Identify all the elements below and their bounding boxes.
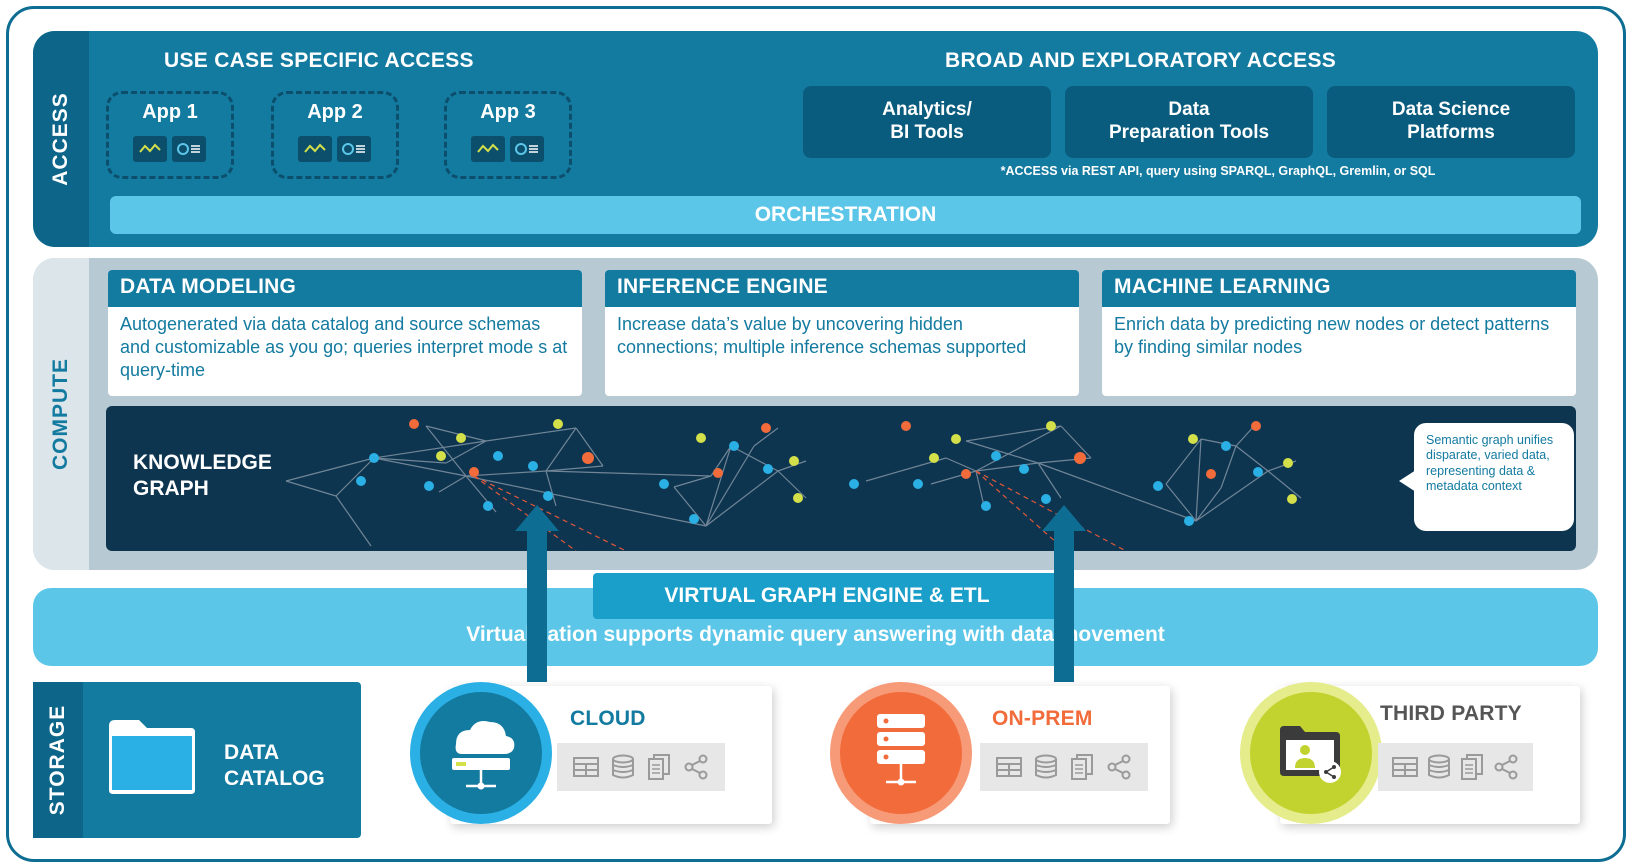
virtualization-subtitle: Virtualization supports dynamic query an… bbox=[466, 623, 1165, 646]
app-3-box: App 3 bbox=[444, 91, 572, 179]
inference-engine-card: INFERENCE ENGINE Increase data’s value b… bbox=[605, 270, 1079, 396]
machine-learning-card: MACHINE LEARNING Enrich data by predicti… bbox=[1102, 270, 1576, 396]
knowledge-graph-network bbox=[285, 419, 1302, 551]
broad-access-heading: BROAD AND EXPLORATORY ACCESS bbox=[945, 49, 1337, 72]
cloud-data-icons bbox=[557, 743, 725, 791]
card-body: Increase data’s value by uncovering hidd… bbox=[617, 314, 1027, 358]
bubble-tail bbox=[1399, 470, 1416, 492]
app-2-box: App 2 bbox=[271, 91, 399, 179]
use-case-heading: USE CASE SPECIFIC ACCESS bbox=[164, 49, 474, 72]
cloud-server-icon bbox=[452, 721, 515, 790]
app-name: App 2 bbox=[307, 101, 363, 123]
cloud-title: CLOUD bbox=[570, 707, 646, 730]
compute-label: COMPUTE bbox=[49, 358, 72, 470]
shared-folder-icon bbox=[1280, 726, 1341, 783]
access-label: ACCESS bbox=[49, 92, 72, 186]
cloud-badge bbox=[420, 692, 542, 814]
dashboard-icon bbox=[337, 136, 371, 162]
app-1-box: App 1 bbox=[106, 91, 234, 179]
third-party-data-icons bbox=[1378, 743, 1533, 791]
third-party-title: THIRD PARTY bbox=[1380, 702, 1522, 725]
app-name: App 1 bbox=[142, 101, 198, 123]
access-api-note: *ACCESS via REST API, query using SPARQL… bbox=[1000, 164, 1436, 178]
card-title: MACHINE LEARNING bbox=[1102, 270, 1576, 307]
analytics-bi-tools: Analytics/BI Tools bbox=[803, 86, 1051, 158]
table-icon bbox=[573, 757, 599, 777]
on-prem-title: ON-PREM bbox=[992, 707, 1093, 730]
arrow-cloud-head bbox=[515, 505, 559, 531]
database-icon bbox=[1428, 754, 1451, 779]
card-body: Enrich data by predicting new nodes or d… bbox=[1114, 314, 1550, 358]
server-stack-icon bbox=[877, 714, 925, 786]
share-icon bbox=[684, 754, 708, 780]
access-side-label: ACCESS bbox=[33, 31, 89, 247]
arrow-onprem-shaft bbox=[1054, 530, 1074, 682]
virtual-graph-engine-title: VIRTUAL GRAPH ENGINE & ETL bbox=[593, 573, 1061, 619]
table-icon bbox=[996, 757, 1022, 777]
card-title: DATA MODELING bbox=[108, 270, 582, 307]
share-icon bbox=[1107, 754, 1131, 780]
graph-nodes bbox=[356, 419, 1297, 526]
arrow-cloud-shaft bbox=[527, 530, 547, 682]
share-icon bbox=[1494, 754, 1518, 780]
app-name: App 3 bbox=[480, 101, 536, 123]
documents-icon bbox=[1071, 754, 1093, 780]
database-icon bbox=[1035, 754, 1057, 779]
compute-layer: COMPUTE DATA MODELING Autogenerated via … bbox=[33, 258, 1598, 570]
folder-icon bbox=[109, 720, 195, 794]
storage-side-label: STORAGE bbox=[33, 682, 83, 838]
data-modeling-card: DATA MODELING Autogenerated via data cat… bbox=[108, 270, 582, 396]
orchestration-bar: ORCHESTRATION bbox=[110, 196, 1581, 234]
dashboard-icon bbox=[172, 136, 206, 162]
card-title: INFERENCE ENGINE bbox=[605, 270, 1079, 307]
table-icon bbox=[1392, 757, 1419, 777]
dashboard-icon bbox=[510, 136, 544, 162]
compute-side-label: COMPUTE bbox=[33, 258, 89, 570]
on-prem-data-icons bbox=[980, 743, 1148, 791]
arrow-onprem-head bbox=[1042, 505, 1086, 531]
semantic-graph-callout: Semantic graph unifies disparate, varied… bbox=[1414, 423, 1574, 531]
third-party-badge bbox=[1250, 692, 1372, 814]
line-chart-icon bbox=[298, 136, 332, 162]
line-chart-icon bbox=[133, 136, 167, 162]
documents-icon bbox=[1460, 754, 1483, 780]
line-chart-icon bbox=[471, 136, 505, 162]
documents-icon bbox=[648, 754, 670, 780]
on-prem-badge bbox=[840, 692, 962, 814]
card-body: Autogenerated via data catalog and sourc… bbox=[120, 314, 568, 381]
database-icon bbox=[612, 754, 634, 779]
storage-label: STORAGE bbox=[46, 704, 69, 816]
access-layer: ACCESS USE CASE SPECIFIC ACCESS BROAD AN… bbox=[33, 31, 1598, 247]
